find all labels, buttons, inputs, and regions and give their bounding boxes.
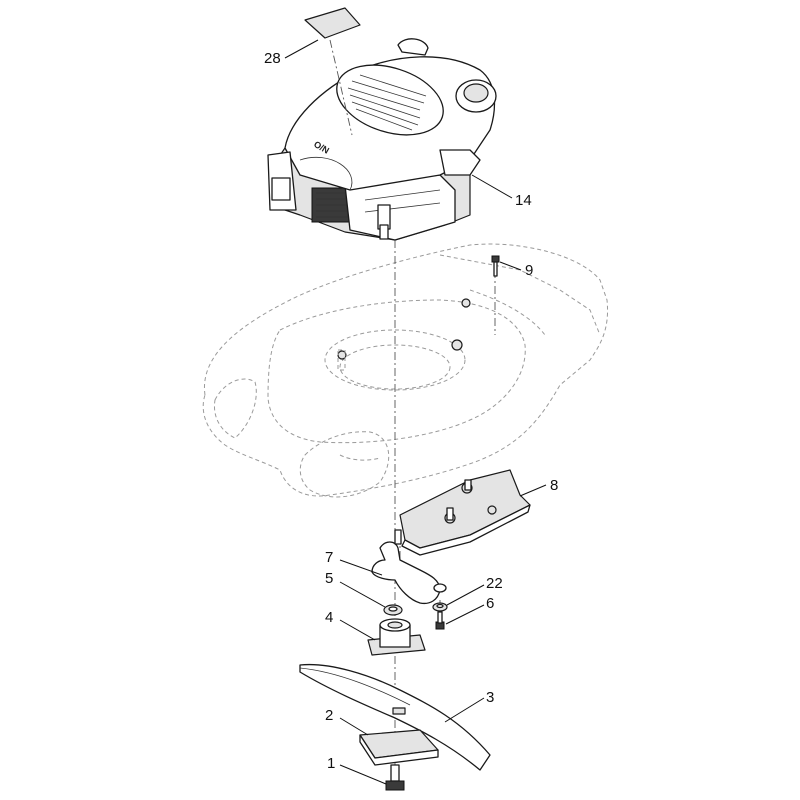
callout-label-7: 7 bbox=[325, 549, 333, 566]
callout-label-14: 14 bbox=[515, 192, 532, 209]
callout-label-3: 3 bbox=[486, 689, 494, 706]
washer-part bbox=[383, 604, 403, 616]
callout-22: 22 bbox=[446, 575, 503, 606]
callout-2: 2 bbox=[325, 707, 369, 736]
callout-7: 7 bbox=[325, 549, 383, 576]
callout-label-22: 22 bbox=[486, 575, 503, 592]
bolt-part bbox=[491, 255, 500, 277]
blade-part bbox=[299, 663, 491, 771]
washer-22-part bbox=[432, 602, 448, 612]
mower-deck-ghost bbox=[202, 243, 609, 498]
decal-part bbox=[304, 7, 361, 136]
spacer-bracket-part bbox=[371, 529, 447, 605]
engine-assembly: O/N bbox=[267, 38, 497, 241]
callout-label-2: 2 bbox=[325, 707, 333, 724]
callout-28: 28 bbox=[264, 39, 319, 67]
callout-9: 9 bbox=[499, 261, 533, 279]
callout-label-4: 4 bbox=[325, 609, 333, 626]
callout-5: 5 bbox=[325, 570, 386, 608]
callout-label-5: 5 bbox=[325, 570, 333, 587]
callout-label-28: 28 bbox=[264, 50, 281, 67]
callout-1: 1 bbox=[327, 755, 387, 785]
blade-adapter-part bbox=[367, 618, 426, 656]
callout-6: 6 bbox=[445, 595, 494, 625]
callout-8: 8 bbox=[519, 477, 558, 497]
callout-3: 3 bbox=[444, 689, 494, 723]
blade-bolt-part bbox=[385, 764, 405, 791]
callout-label-6: 6 bbox=[486, 595, 494, 612]
bracket-part bbox=[399, 469, 531, 556]
callout-4: 4 bbox=[325, 609, 376, 641]
callout-label-9: 9 bbox=[525, 262, 533, 279]
blade-stiffener-part bbox=[359, 729, 439, 766]
cooling-fins bbox=[347, 74, 427, 131]
callout-label-1: 1 bbox=[327, 755, 335, 772]
bolt-6-part bbox=[435, 611, 445, 630]
callout-label-8: 8 bbox=[550, 477, 558, 494]
callout-14: 14 bbox=[471, 174, 532, 209]
